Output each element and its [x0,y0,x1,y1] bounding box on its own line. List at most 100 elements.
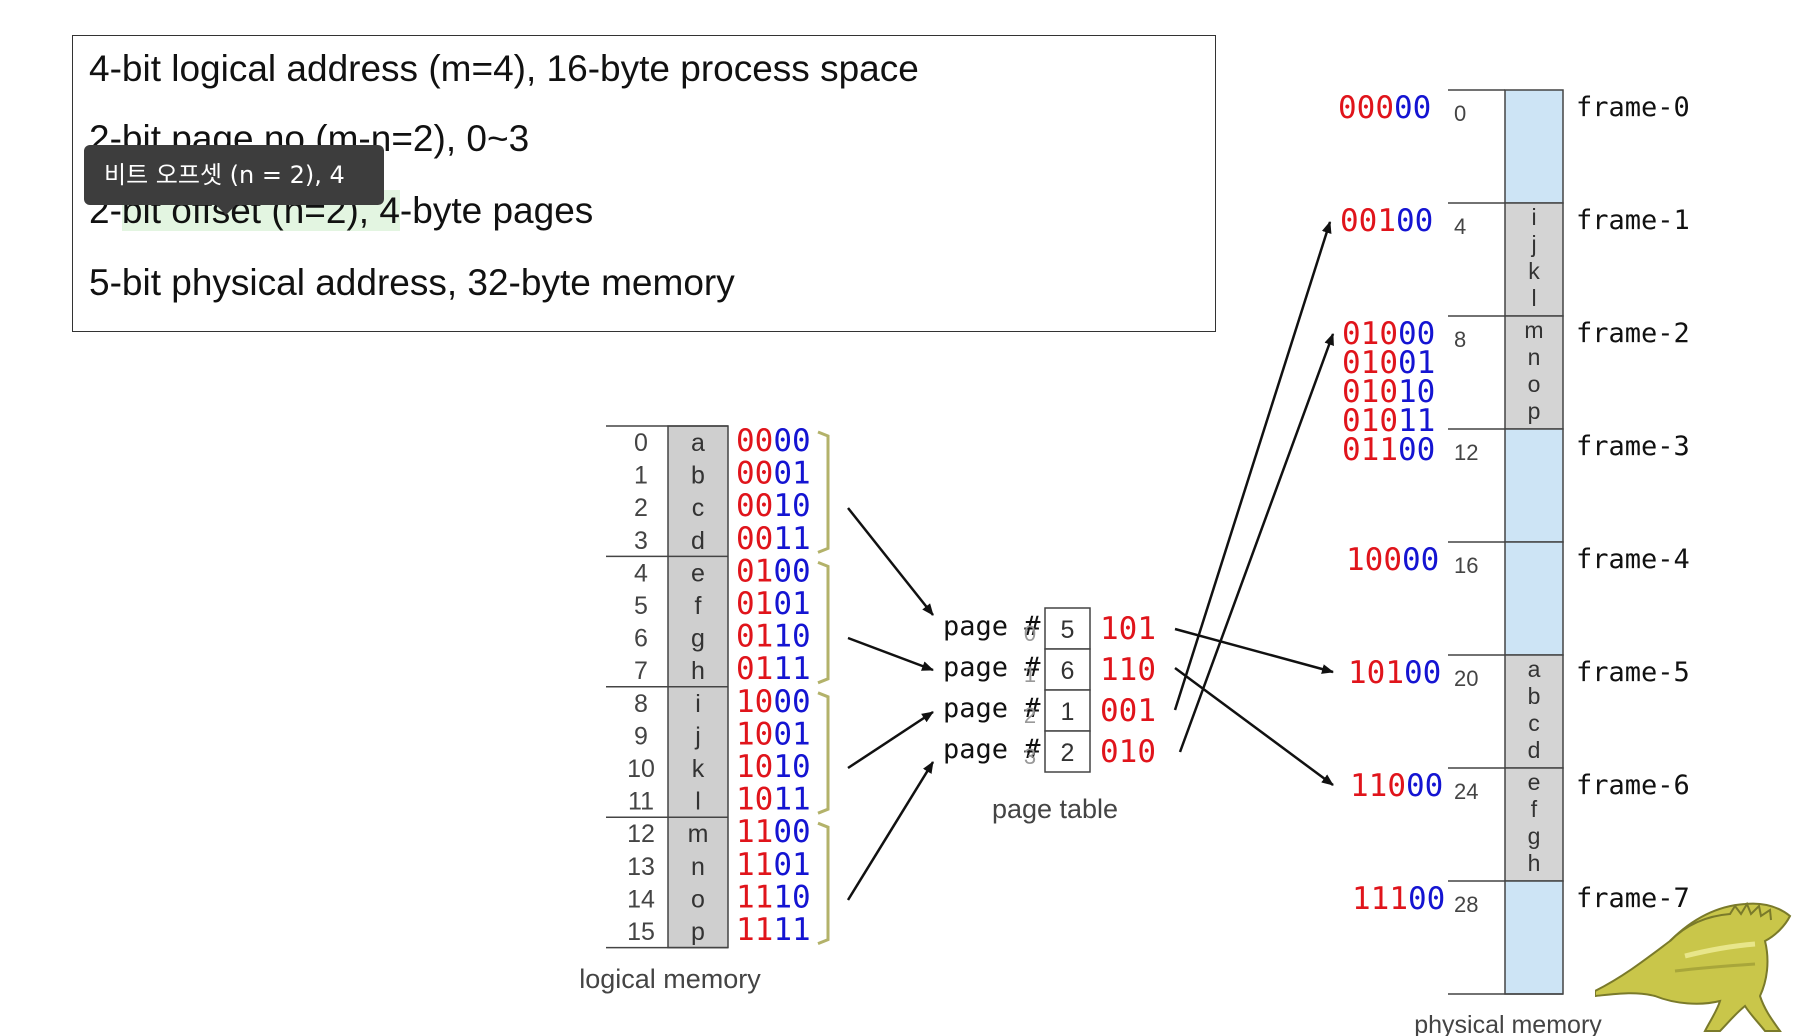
address-offset-bits: 00 [773,553,810,589]
memory-frame [1504,315,1564,430]
logical-index: 1 [634,462,648,490]
address-page-bits: 10 [736,749,773,785]
frame-content: j [1530,231,1536,257]
info-line-4: 5-bit physical address, 32-byte memory [89,262,735,303]
address-frame-bits: 000 [1338,90,1394,126]
address-page-bits: 00 [736,488,773,524]
logical-address: 1101 [736,847,811,883]
memory-frame [1504,89,1564,204]
physical-address: 01000 [1342,316,1435,352]
mapping-arrow [1174,666,1334,787]
physical-address: 10100 [1348,655,1441,691]
page-bracket [817,430,830,554]
address-offset-bits: 00 [1404,655,1441,691]
translation-tooltip: 비트 오프셋 (n = 2), 4 [84,145,384,215]
address-offset-bits: 01 [773,716,810,752]
mapping-arrow [846,761,935,901]
address-offset-bits: 10 [1398,374,1435,410]
address-offset-bits: 01 [773,586,810,622]
page-table-page-index: 0 [1024,621,1036,646]
page-table-row-label: page # [943,693,1041,724]
page-table-frame-bits: 110 [1100,652,1156,688]
page-bracket [817,691,830,815]
logical-memory-caption: logical memory [579,964,761,994]
address-offset-bits: 01 [1398,345,1435,381]
address-offset-bits: 11 [773,782,810,818]
logical-content: o [691,885,705,913]
page-table-row-label: page # [943,611,1041,642]
address-page-bits: 00 [736,456,773,492]
address-offset-bits: 00 [1406,768,1443,804]
page-table-cell [1044,648,1091,691]
frame-offset: 8 [1454,327,1466,352]
logical-address: 0001 [736,456,811,492]
address-frame-bits: 010 [1342,316,1398,352]
page-table-frame-bits: 101 [1100,611,1156,647]
address-page-bits: 11 [736,879,773,915]
mapping-arrow [1178,333,1335,753]
logical-index: 5 [634,592,648,620]
page-table-page-index: 2 [1024,703,1036,728]
frame-content: d [1528,737,1541,763]
address-frame-bits: 010 [1342,345,1398,381]
frame-content: g [1528,823,1541,849]
logical-content: d [691,527,705,555]
frame-label: frame-0 [1576,92,1690,123]
page-table-frame-number: 2 [1061,739,1075,767]
logical-content: p [691,918,705,946]
frame-content: f [1531,796,1538,822]
address-page-bits: 11 [736,814,773,850]
page-table-page-index: 3 [1024,744,1036,769]
logical-content: k [692,755,705,783]
address-page-bits: 01 [736,553,773,589]
info-line-1: 4-bit logical address (m=4), 16-byte pro… [89,48,919,89]
address-offset-bits: 00 [773,423,810,459]
logical-address: 1011 [736,782,811,818]
address-frame-bits: 111 [1352,881,1408,917]
address-page-bits: 10 [736,716,773,752]
frame-label: frame-5 [1576,657,1690,688]
logical-index: 9 [634,722,648,750]
frame-content: m [1524,317,1543,343]
logical-address: 0110 [736,619,811,655]
logical-address: 1000 [736,684,811,720]
logical-index: 3 [634,527,648,555]
logical-content: f [695,592,702,620]
page-table-cell [1044,607,1091,650]
logical-address: 0011 [736,521,811,557]
address-frame-bits: 110 [1350,768,1406,804]
frame-content: c [1528,710,1540,736]
address-offset-bits: 00 [1398,316,1435,352]
logical-address: 0010 [736,488,811,524]
logical-content: c [692,494,705,522]
address-offset-bits: 00 [773,684,810,720]
logical-index: 4 [634,559,648,587]
frame-content: k [1528,258,1540,284]
frame-content: l [1531,285,1536,311]
page-table-frame-number: 1 [1061,698,1075,726]
address-frame-bits: 100 [1346,542,1402,578]
logical-index: 13 [627,853,655,881]
address-offset-bits: 10 [773,619,810,655]
address-offset-bits: 00 [1398,432,1435,468]
memory-frame [1504,541,1564,656]
address-offset-bits: 11 [1398,403,1435,439]
frame-offset: 4 [1454,214,1466,239]
physical-address: 01001 [1342,345,1435,381]
logical-address: 1001 [736,716,811,752]
logical-content: h [691,657,705,685]
frame-offset: 20 [1454,666,1478,691]
address-offset-bits: 01 [773,847,810,883]
frame-label: frame-3 [1576,431,1690,462]
logical-address: 1100 [736,814,811,850]
frame-content: e [1528,769,1541,795]
logical-memory-column [667,425,729,949]
memory-frame [1504,880,1564,995]
frame-label: frame-6 [1576,770,1690,801]
physical-address: 00000 [1338,90,1431,126]
address-offset-bits: 00 [1408,881,1445,917]
page-table-row-label: page # [943,652,1041,683]
